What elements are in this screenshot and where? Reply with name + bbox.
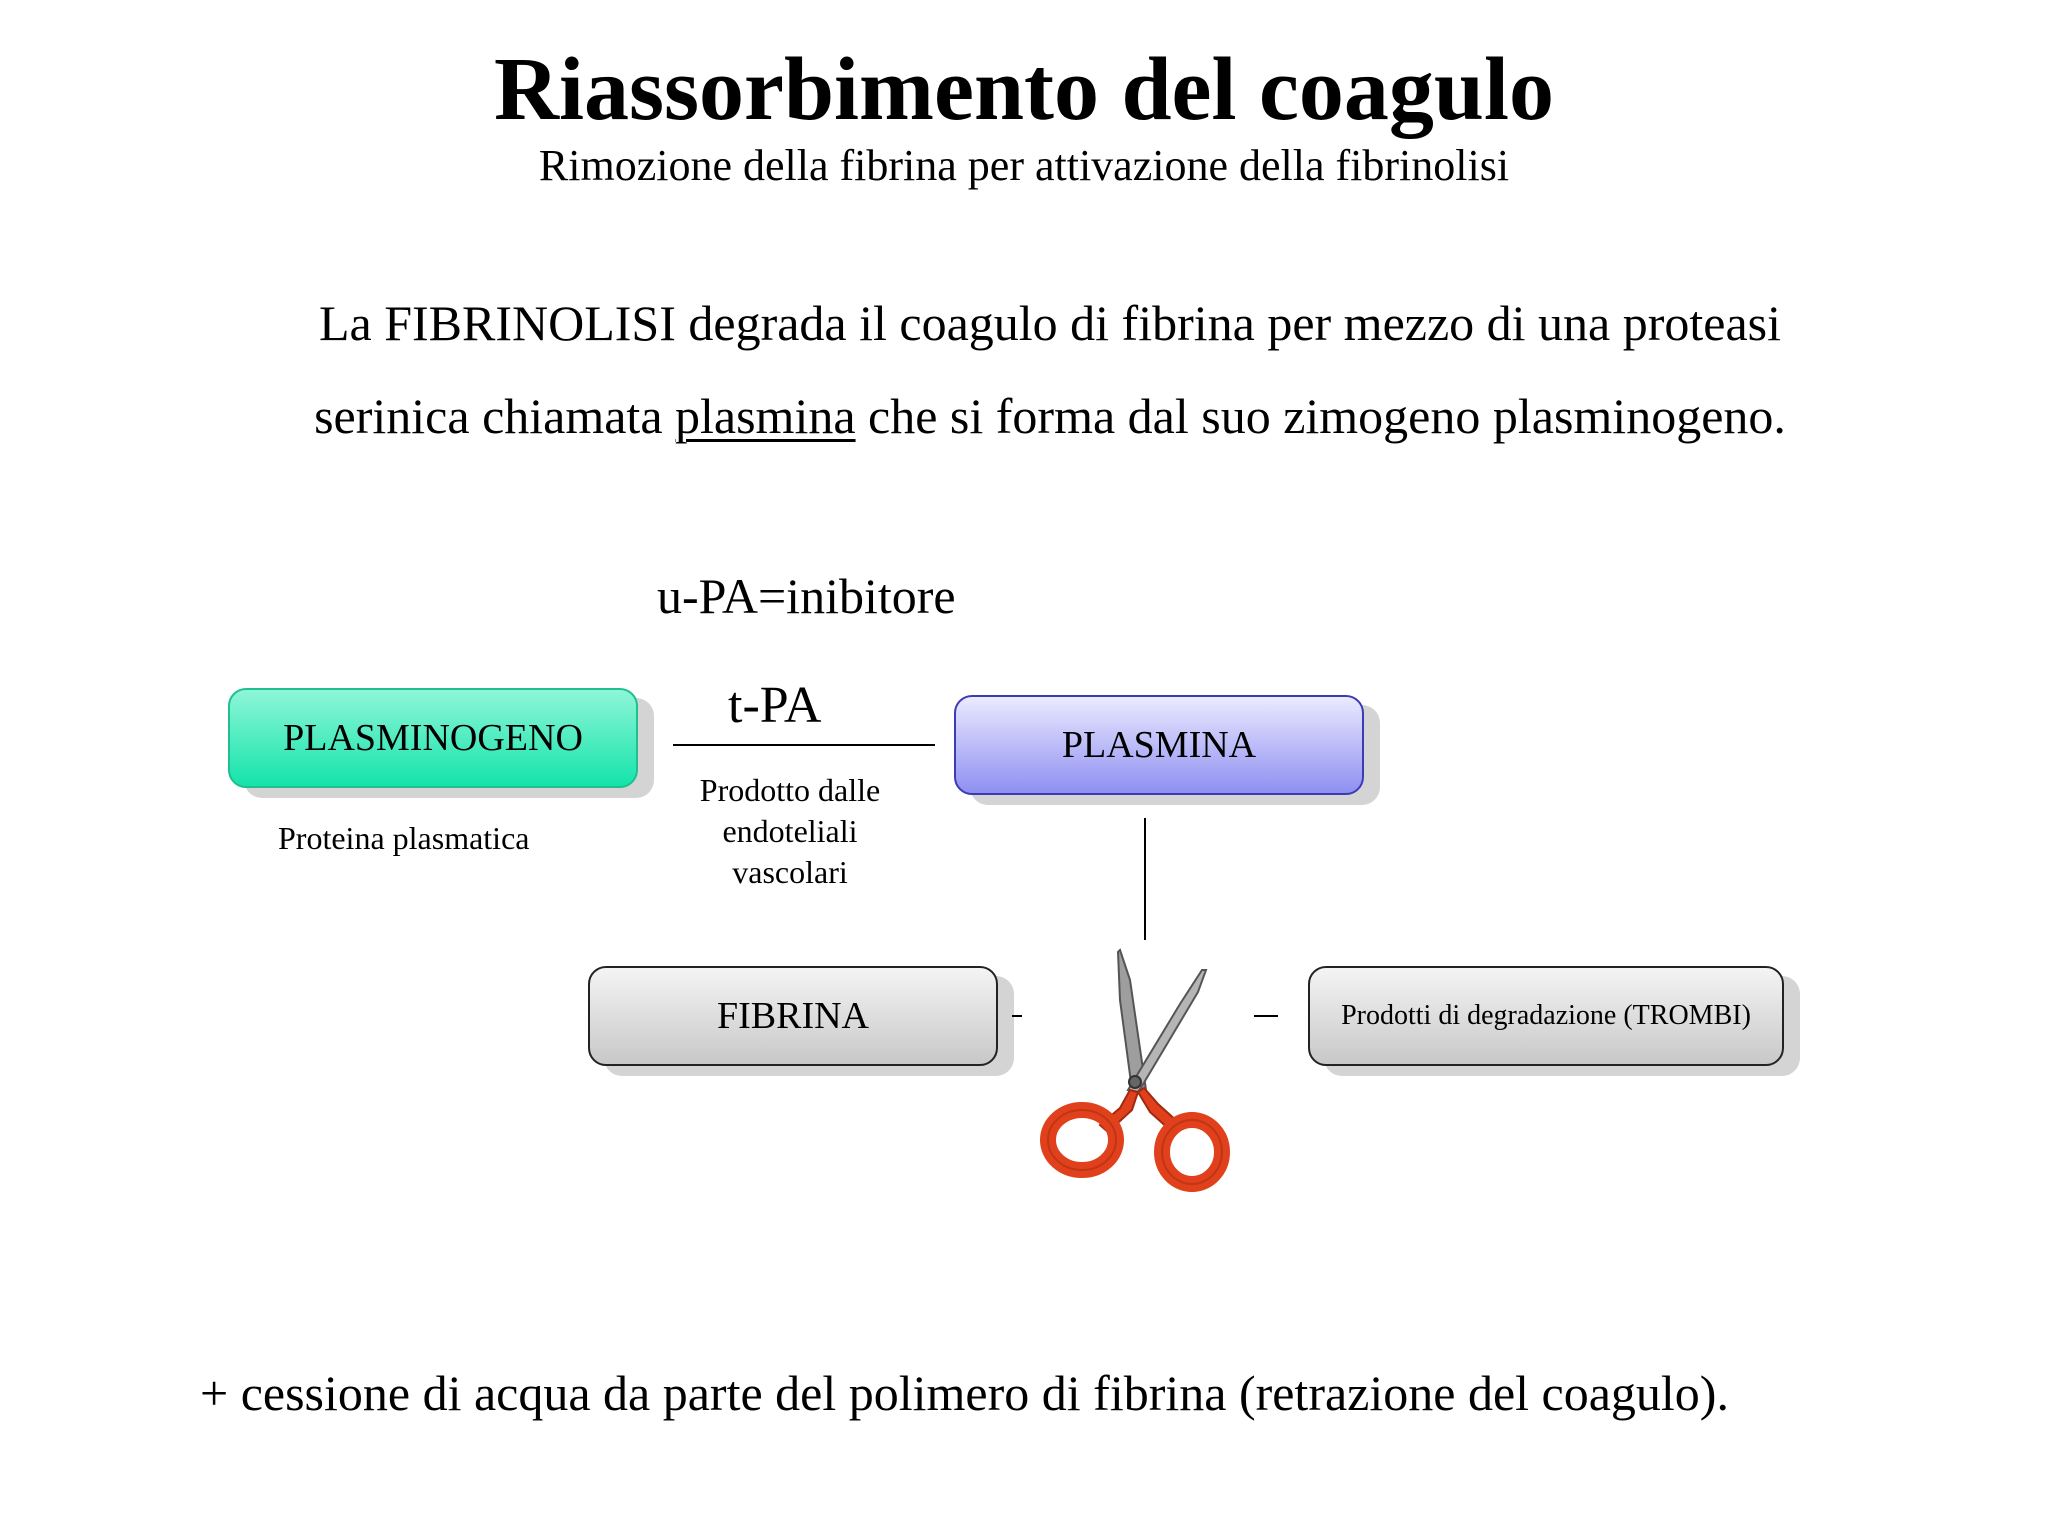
prodotti-label: Prodotti di degradazione (TROMBI) xyxy=(1341,1000,1751,1031)
plasminogeno-note: Proteina plasmatica xyxy=(278,820,530,856)
fibrina-connector-dash xyxy=(1012,1015,1022,1017)
plasminogeno-label: PLASMINOGENO xyxy=(283,717,583,759)
intro-text-line-1: La FIBRINOLISI degrada il coagulo di fib… xyxy=(318,295,1782,351)
scissors-icon xyxy=(1040,948,1230,1192)
tpa-note-line-1: Prodotto dalle xyxy=(699,772,881,808)
upa-inhibitor-label: u-PA=inibitore xyxy=(657,568,956,624)
fibrina-label: FIBRINA xyxy=(716,995,870,1037)
intro-text-line-2: serinica chiamata plasmina che si forma … xyxy=(0,386,2048,446)
plasmina-to-scissors-connector xyxy=(1144,818,1146,940)
slide-subtitle: Rimozione della fibrina per attivazione … xyxy=(538,141,1510,190)
intro-text-prefix: serinica chiamata xyxy=(314,388,676,444)
tpa-note-line-3: vascolari xyxy=(732,854,848,890)
activation-arrow-line xyxy=(673,744,935,746)
tpa-label: t-PA xyxy=(728,677,822,734)
prodotti-connector-dash xyxy=(1254,1015,1278,1017)
fibrina-box: FIBRINA xyxy=(588,966,998,1066)
tpa-source-note: Prodotto dalle endoteliali vascolari xyxy=(660,770,920,893)
plasminogeno-box: PLASMINOGENO xyxy=(228,688,638,788)
intro-text-suffix: che si forma dal suo zimogeno plasminoge… xyxy=(855,388,1786,444)
slide-title: Riassorbimento del coagulo xyxy=(493,40,1554,139)
plasmina-label: PLASMINA xyxy=(1061,724,1257,766)
prodotti-degradazione-box: Prodotti di degradazione (TROMBI) xyxy=(1308,966,1784,1066)
footer-note: + cessione di acqua da parte del polimer… xyxy=(200,1365,1729,1421)
tpa-note-line-2: endoteliali xyxy=(722,813,858,849)
plasmina-term: plasmina xyxy=(675,388,856,444)
plasmina-box: PLASMINA xyxy=(954,695,1364,795)
